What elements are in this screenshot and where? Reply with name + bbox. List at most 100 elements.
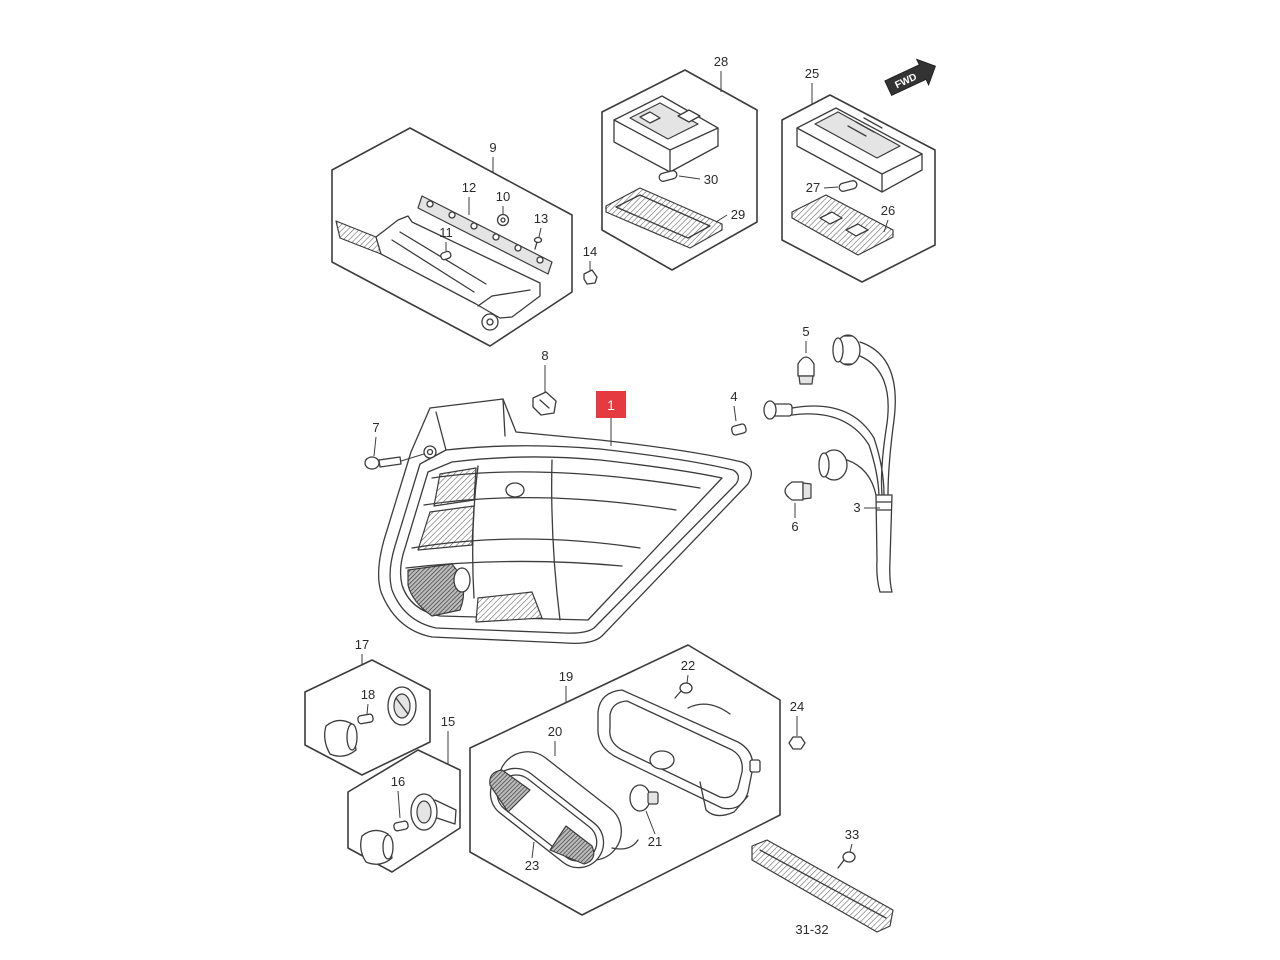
socket-upper xyxy=(832,334,861,366)
part-19-connector xyxy=(749,759,761,773)
callout-26-leader xyxy=(883,219,889,233)
group-15 xyxy=(347,749,461,873)
callout-10: 10 xyxy=(496,189,510,214)
callout-23-leader xyxy=(531,841,535,859)
group-9-frame xyxy=(331,127,573,347)
part-8-clip xyxy=(532,391,557,416)
part-10-nut-inner xyxy=(500,217,506,223)
part-3-wire xyxy=(791,413,880,496)
part-5-bulb-base xyxy=(798,375,814,385)
callout-31-32-label: 31-32 xyxy=(795,922,828,937)
group-17 xyxy=(304,659,431,776)
led-dot xyxy=(448,211,456,219)
callout-20-label: 20 xyxy=(548,724,562,739)
part-19-back xyxy=(699,781,749,817)
part-16-bulb xyxy=(393,820,409,832)
callout-7: 7 xyxy=(372,420,380,457)
part-28-edge-lines xyxy=(613,119,719,173)
part-1-mount-hole-inner xyxy=(426,448,434,456)
part-17-lens-face xyxy=(346,723,358,751)
part-1-rib-5 xyxy=(472,459,561,621)
part-17-socket-line xyxy=(395,697,409,715)
callout-14-label: 14 xyxy=(583,244,597,259)
led-dot xyxy=(470,222,478,230)
part-28-inner-panel xyxy=(629,102,699,140)
callout-3: 3 xyxy=(853,500,880,515)
part-4-bulb xyxy=(730,423,747,436)
callout-26: 26 xyxy=(881,203,895,233)
callout-18: 18 xyxy=(361,687,375,715)
callout-28: 28 xyxy=(714,54,728,92)
callout-1-label: 1 xyxy=(607,397,615,413)
group-19-frame xyxy=(469,644,781,916)
group-28-frame xyxy=(601,69,758,271)
part-33-screw xyxy=(837,851,856,869)
part-9-lens xyxy=(335,220,382,255)
part-25-edge-lines xyxy=(796,127,923,193)
led-dot xyxy=(426,200,434,208)
group-15-frame xyxy=(347,749,461,873)
callout-6: 6 xyxy=(791,503,799,534)
part-8-clip-line xyxy=(539,399,550,409)
part-19-housing-rim xyxy=(609,700,743,799)
callout-27-label: 27 xyxy=(806,180,820,195)
part-29-lens xyxy=(605,187,723,249)
callout-22-leader xyxy=(686,674,689,684)
callout-13-leader xyxy=(538,227,542,238)
callout-18-leader xyxy=(366,703,369,715)
part-3-harness xyxy=(763,334,896,593)
callout-7-label: 7 xyxy=(372,420,379,435)
part-26-lens xyxy=(791,194,894,256)
callout-21-leader xyxy=(645,810,656,835)
led-dot xyxy=(492,233,500,241)
part-3-cable xyxy=(875,494,893,593)
callout-17: 17 xyxy=(355,637,369,665)
part-9-bracket-hole xyxy=(486,318,494,326)
part-22-screw-head xyxy=(679,682,693,694)
part-19-bulb-hole xyxy=(649,750,675,770)
callout-4-leader xyxy=(733,405,737,422)
part-1-rib-2 xyxy=(423,496,677,511)
part-21-bulb-base xyxy=(647,791,659,805)
callout-11-label: 11 xyxy=(439,225,453,240)
part-23-lens-dark-upper xyxy=(489,769,531,813)
part-21-bulb-glass xyxy=(629,784,651,812)
callout-33-label: 33 xyxy=(845,827,859,842)
part-7-screw-head xyxy=(364,456,380,470)
socket-upper-fins xyxy=(843,335,853,365)
part-6-bulb xyxy=(784,481,812,501)
callout-13: 13 xyxy=(534,211,548,238)
part-28-switch xyxy=(677,109,701,123)
callout-9: 9 xyxy=(489,140,497,173)
group-17-frame xyxy=(304,659,431,776)
callout-5: 5 xyxy=(802,324,810,353)
callout-29-leader xyxy=(715,214,728,223)
callout-13-label: 13 xyxy=(534,211,548,226)
socket-middle-rim xyxy=(763,400,777,420)
part-6-bulb-glass xyxy=(784,481,804,501)
part-1-rib-3 xyxy=(411,538,641,549)
callout-23-label: 23 xyxy=(525,858,539,873)
callout-33-leader xyxy=(849,843,853,853)
part-21-bulb xyxy=(629,784,659,812)
part-24-nut xyxy=(788,736,806,750)
callout-33: 33 xyxy=(845,827,859,853)
part-3-wire xyxy=(791,405,885,496)
part-5-bulb xyxy=(797,356,815,385)
part-31-32-edge xyxy=(759,849,887,919)
part-26-window-1 xyxy=(819,211,843,225)
callout-16-leader xyxy=(397,790,401,819)
callout-24: 24 xyxy=(790,699,804,736)
callout-16-label: 16 xyxy=(391,774,405,789)
callout-20: 20 xyxy=(548,724,562,756)
part-18-bulb xyxy=(357,713,374,725)
callout-29: 29 xyxy=(715,207,745,223)
callout-4-label: 4 xyxy=(730,389,737,404)
group-19 xyxy=(469,644,781,916)
callout-5-label: 5 xyxy=(802,324,809,339)
callout-25: 25 xyxy=(805,66,819,104)
callout-18-label: 18 xyxy=(361,687,375,702)
callout-26-label: 26 xyxy=(881,203,895,218)
part-7-leader xyxy=(400,453,425,462)
